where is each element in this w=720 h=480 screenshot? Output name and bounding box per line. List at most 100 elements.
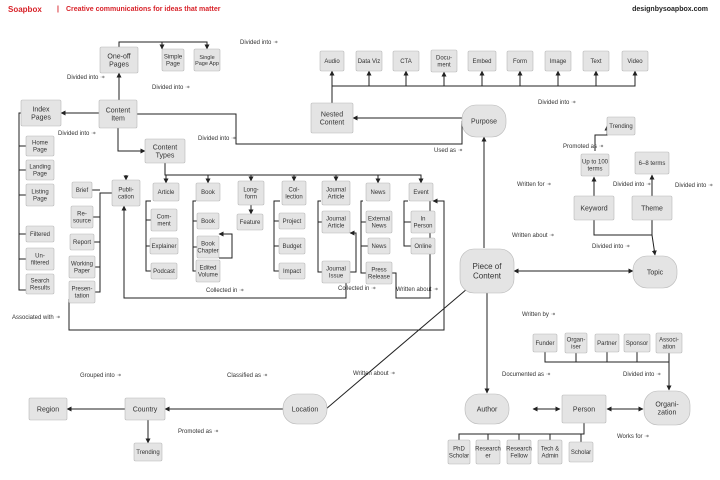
node-article: Article (152, 182, 180, 202)
node-shape (410, 210, 436, 234)
node-shape (20, 99, 62, 127)
node-shape (506, 50, 534, 72)
label-divided-into-ct: Divided into (198, 136, 230, 142)
node-trending-top: Trending (606, 116, 636, 136)
node-label: Filtered (30, 232, 50, 238)
node-label-line: Theme (641, 205, 663, 212)
node-label: Docu-ment (436, 56, 452, 69)
label-connector-dot (241, 288, 244, 292)
node-shape (606, 116, 636, 136)
header-separator: | (57, 6, 59, 13)
node-label: Online (414, 244, 432, 250)
node-label-line: Audio (324, 59, 340, 65)
node-label-line: Long- (243, 188, 258, 194)
label-connector-dot (275, 40, 278, 44)
label-connector-dot (600, 144, 604, 148)
label-connector-dot (548, 182, 551, 186)
node-label-line: Embed (472, 59, 491, 65)
site-url[interactable]: designbysoapbox.com (632, 6, 708, 13)
node-label: News (371, 244, 386, 250)
node-label-line: zation (658, 409, 677, 416)
node-label-line: Re- (77, 212, 87, 218)
node-label-line: 6–8 terms (639, 161, 666, 167)
edge-51 (403, 200, 411, 247)
node-project: Project (278, 212, 306, 230)
node-label-line: Tech & (541, 447, 559, 453)
node-label-line: Fellow (510, 454, 528, 460)
node-label-line: Funder (535, 341, 554, 347)
label-connector-dot (102, 75, 105, 79)
label-written-about-topic: Written about (512, 233, 548, 239)
node-label: Publi-cation (118, 188, 134, 201)
edge-56 (392, 201, 431, 299)
node-event: Event (408, 182, 434, 202)
label-written-about-loc: Written about (353, 371, 389, 377)
node-label: Feature (240, 220, 261, 226)
node-author: Author (464, 393, 510, 425)
node-label-line: Associ- (659, 338, 679, 344)
node-shape (111, 179, 141, 207)
edge-39 (192, 200, 196, 272)
node-shape (365, 182, 391, 202)
node-label-line: Index (32, 106, 50, 113)
label-connector-dot (57, 315, 60, 319)
node-publication: Publi-cation (111, 179, 141, 207)
node-shape (70, 205, 94, 229)
label-collected-in-1: Collected in (206, 288, 237, 294)
node-label-line: Col- (288, 188, 299, 194)
node-document: Docu-ment (430, 49, 458, 73)
node-label-line: Explainer (151, 244, 176, 250)
brand-tagline: Creative communications for ideas that m… (66, 6, 221, 13)
node-video: Video (621, 50, 649, 72)
node-shape (573, 195, 615, 221)
node-label-line: Item (111, 115, 125, 122)
label-connector-dot (646, 434, 649, 438)
label-connector-dot (233, 136, 236, 140)
node-shape (195, 259, 221, 283)
node-label-line: Landing (29, 165, 50, 171)
node-label-line: Impact (283, 269, 301, 275)
node-shape (25, 183, 55, 207)
node-shape (278, 262, 306, 280)
node-label-line: Keyword (580, 205, 607, 212)
node-shape (152, 182, 180, 202)
edge-48 (360, 200, 366, 274)
node-label: Project (283, 219, 302, 225)
node-funder: Funder (532, 333, 558, 353)
node-shape (71, 181, 93, 199)
node-label-line: Content (473, 271, 502, 280)
node-label: Organi-zation (655, 401, 679, 416)
node-label: Un-filtered (31, 254, 49, 267)
label-divided-into-ci: Divided into (152, 85, 184, 91)
node-trending-bottom: Trending (133, 442, 163, 462)
node-shape (475, 439, 501, 465)
node-label-line: Book (201, 190, 216, 196)
node-shape (28, 397, 68, 421)
node-shape (124, 397, 166, 421)
node-shape (25, 247, 55, 271)
node-label-line: Journal (326, 267, 346, 273)
node-label: Scholar (571, 450, 591, 456)
node-label-line: Purpose (471, 118, 497, 125)
node-label: Presen-tation (71, 287, 92, 300)
node-topic: Topic (632, 255, 678, 289)
node-shape (561, 394, 607, 424)
node-shape (310, 102, 354, 134)
node-shape (236, 213, 264, 231)
node-news-sub: News (367, 237, 391, 255)
